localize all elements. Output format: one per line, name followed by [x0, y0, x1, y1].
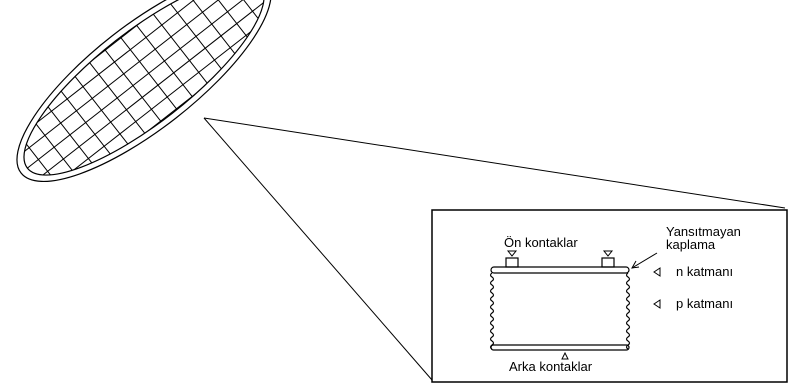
cell-right-edge — [625, 272, 631, 350]
zoom-lines — [203, 117, 786, 381]
label-front-contacts: Ön kontaklar — [504, 235, 578, 250]
front-contact-left-marker — [506, 250, 518, 257]
p-layer-marker — [653, 299, 661, 309]
cell-left-edge — [489, 272, 495, 350]
front-contact-right-marker — [602, 250, 614, 257]
label-back-contacts: Arka kontaklar — [509, 359, 593, 374]
anti-reflective-layer — [490, 266, 630, 274]
zoom-line-bottom — [203, 117, 433, 381]
label-n-layer: n katmanı — [676, 264, 733, 279]
detail-box — [431, 209, 788, 383]
n-layer-marker — [653, 267, 661, 277]
label-anti-reflective-line2: kaplama — [666, 237, 716, 252]
cell-cross-section — [489, 257, 631, 351]
panel-outer-rim — [16, 0, 272, 183]
pointer-markers — [506, 250, 661, 360]
anti-reflective-arrow — [631, 252, 658, 269]
label-anti-reflective-line1: Yansıtmayan — [666, 224, 741, 239]
back-contact-marker — [561, 351, 569, 360]
panel-inner-rim — [23, 0, 265, 176]
label-p-layer: p katmanı — [676, 296, 733, 311]
zoom-line-top — [203, 117, 786, 209]
solar-panel — [0, 0, 289, 205]
panel-cell-grid — [0, 0, 289, 205]
